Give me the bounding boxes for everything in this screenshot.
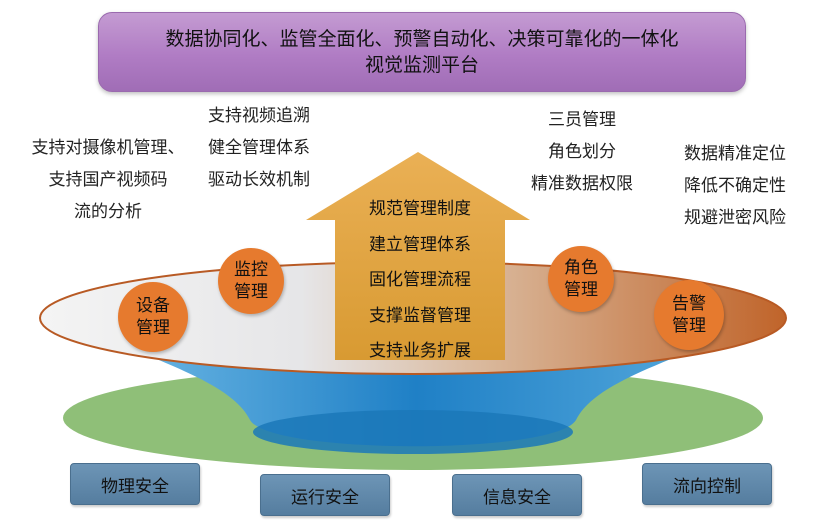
arrow-item: 建立管理体系 — [369, 234, 471, 255]
funnel-bottom — [253, 410, 573, 454]
camera-support-text: 支持对摄像机管理、 支持国产视频码 流的分析 — [22, 132, 194, 228]
flow-control-box: 流向控制 — [642, 463, 772, 505]
circle-label: 管理 — [136, 318, 170, 338]
text-line: 数据精准定位 — [684, 144, 786, 164]
text-line: 规避泄密风险 — [684, 208, 786, 228]
circle-label: 监控 — [234, 260, 268, 280]
arrow-item: 规范管理制度 — [369, 199, 471, 219]
circle-label: 角色 — [564, 258, 598, 278]
security-label: 运行安全 — [291, 487, 359, 508]
information-security-box: 信息安全 — [452, 474, 582, 516]
circle-label: 设备 — [136, 296, 170, 316]
security-label: 物理安全 — [101, 476, 169, 497]
security-label: 信息安全 — [483, 487, 551, 508]
arrow-items: 规范管理制度 建立管理体系 固化管理流程 支撑监督管理 支持业务扩展 — [335, 192, 505, 370]
arrow-item: 支持业务扩展 — [369, 341, 471, 361]
arrow-item: 固化管理流程 — [369, 270, 471, 290]
operation-security-box: 运行安全 — [260, 474, 390, 516]
circle-label: 管理 — [234, 282, 268, 302]
security-label: 流向控制 — [673, 476, 741, 497]
title-line-2: 视觉监测平台 — [364, 54, 479, 76]
role-management-circle: 角色 管理 — [548, 246, 614, 312]
role-permission-text: 三员管理 角色划分 精准数据权限 — [520, 104, 644, 200]
circle-label: 告警 — [672, 294, 706, 314]
alarm-management-circle: 告警 管理 — [654, 280, 724, 350]
circle-label: 管理 — [564, 280, 598, 300]
text-line: 降低不确定性 — [684, 176, 786, 196]
text-line: 三员管理 — [548, 110, 616, 130]
circle-label: 管理 — [672, 316, 706, 336]
physical-security-box: 物理安全 — [70, 463, 200, 505]
monitor-management-circle: 监控 管理 — [218, 248, 284, 314]
arrow-item: 支撑监督管理 — [369, 305, 471, 326]
device-management-circle: 设备 管理 — [118, 282, 188, 352]
data-location-text: 数据精准定位 降低不确定性 规避泄密风险 — [684, 138, 786, 234]
title-line-1: 数据协同化、监管全面化、预警自动化、决策可靠化的一体化 — [165, 28, 679, 50]
text-line: 流的分析 — [74, 202, 142, 222]
video-trace-text: 支持视频追溯 健全管理体系 驱动长效机制 — [208, 100, 310, 196]
platform-title-box: 数据协同化、监管全面化、预警自动化、决策可靠化的一体化 视觉监测平台 — [98, 12, 746, 92]
text-line: 支持对摄像机管理、 — [31, 138, 185, 158]
text-line: 角色划分 — [548, 142, 616, 162]
text-line: 精准数据权限 — [531, 174, 633, 194]
text-line: 支持视频追溯 — [208, 106, 310, 126]
text-line: 支持国产视频码 — [48, 170, 168, 190]
text-line: 驱动长效机制 — [208, 170, 310, 190]
text-line: 健全管理体系 — [208, 138, 310, 158]
upward-arrow — [306, 152, 530, 360]
